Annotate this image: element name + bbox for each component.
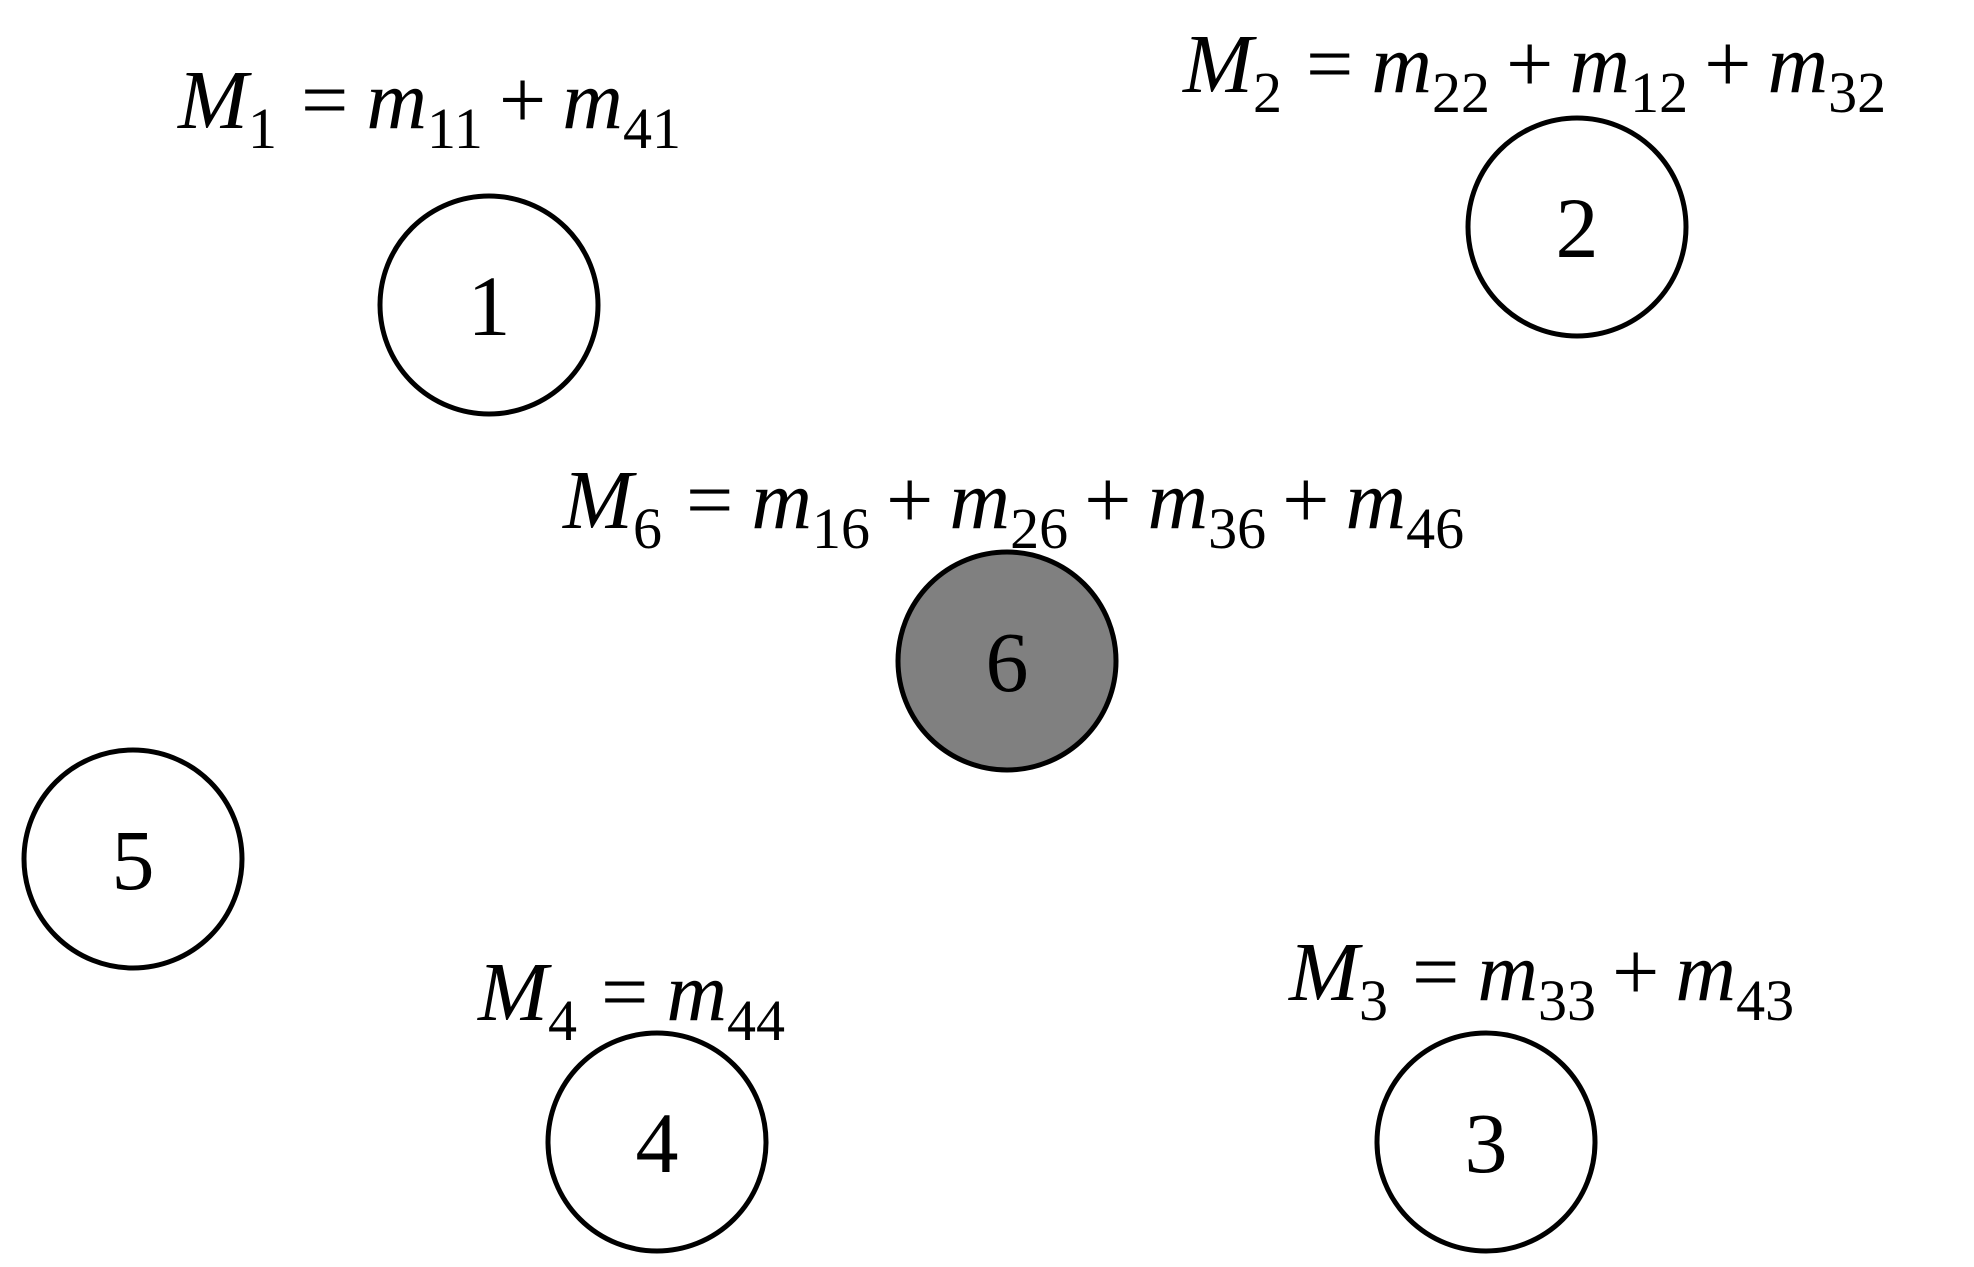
node-4: 4 (545, 1030, 769, 1254)
formula-1: M1=m11+m41 (177, 54, 681, 161)
formula-lhs-subscript: 2 (1253, 60, 1282, 125)
plus-sign: + (1704, 18, 1751, 111)
node-3: 3 (1374, 1030, 1598, 1254)
equals-sign: = (601, 946, 648, 1039)
formulas-layer: M1=m11+m41M2=m22+m12+m32M6=m16+m26+m36+m… (177, 18, 1886, 1053)
node-5: 5 (21, 747, 245, 971)
formula-term-symbol: m (366, 54, 427, 147)
formula-term-subscript: 16 (812, 496, 870, 561)
plus-sign: + (1084, 454, 1131, 547)
formula-term-subscript: 36 (1208, 496, 1266, 561)
formula-term-symbol: m (666, 946, 727, 1039)
node-5-label: 5 (112, 812, 155, 908)
formula-4: M4 =m44 (477, 946, 785, 1053)
node-2: 2 (1465, 115, 1689, 339)
formula-term-symbol: m (562, 54, 623, 147)
formula-term-symbol: m (1767, 18, 1828, 111)
node-1-circle (377, 193, 601, 417)
node-1-label: 1 (468, 258, 511, 354)
formula-lhs-symbol: M (177, 54, 252, 147)
formula-term-subscript: 43 (1736, 968, 1794, 1033)
formula-term-subscript: 11 (427, 96, 483, 161)
formula-term-symbol: m (1346, 454, 1407, 547)
formula-lhs-symbol: M (477, 946, 552, 1039)
node-6-circle (895, 549, 1119, 773)
plus-sign: + (1506, 18, 1553, 111)
plus-sign: + (499, 54, 546, 147)
formula-term-subscript: 44 (727, 988, 785, 1053)
node-4-circle (545, 1030, 769, 1254)
formula-2: M2=m22+m12+m32 (1182, 18, 1886, 125)
formula-term-symbol: m (751, 454, 812, 547)
formula-term-subscript: 46 (1406, 496, 1464, 561)
node-1: 1 (377, 193, 601, 417)
formula-lhs-symbol: M (1182, 18, 1257, 111)
equals-sign: = (686, 454, 733, 547)
node-4-label: 4 (636, 1095, 679, 1191)
formula-term-symbol: m (949, 454, 1010, 547)
formula-lhs-subscript: 3 (1359, 968, 1388, 1033)
node-6: 6 (895, 549, 1119, 773)
formula-lhs-subscript: 6 (633, 496, 662, 561)
formula-term-symbol: m (1569, 18, 1630, 111)
formula-term-symbol: m (1147, 454, 1208, 547)
formula-lhs-subscript: 4 (548, 988, 577, 1053)
equals-sign: = (301, 54, 348, 147)
formula-term-subscript: 26 (1010, 496, 1068, 561)
formula-term-symbol: m (1477, 926, 1538, 1019)
formula-3: M3=m33+m43 (1288, 926, 1794, 1033)
equals-sign: = (1412, 926, 1459, 1019)
node-2-label: 2 (1556, 180, 1599, 276)
formula-term-symbol: m (1371, 18, 1432, 111)
node-5-circle (21, 747, 245, 971)
formula-lhs-symbol: M (562, 454, 637, 547)
formula-6: M6=m16+m26+m36+m46 (562, 454, 1464, 561)
node-3-circle (1374, 1030, 1598, 1254)
plus-sign: + (1612, 926, 1659, 1019)
nodes-layer: 1 2 3 4 5 6 (21, 115, 1689, 1254)
node-2-circle (1465, 115, 1689, 339)
formula-term-subscript: 33 (1538, 968, 1596, 1033)
node-3-label: 3 (1465, 1095, 1508, 1191)
formula-lhs-symbol: M (1288, 926, 1363, 1019)
equals-sign: = (1306, 18, 1353, 111)
formula-term-symbol: m (1675, 926, 1736, 1019)
plus-sign: + (1282, 454, 1329, 547)
formula-term-subscript: 41 (623, 96, 681, 161)
plus-sign: + (886, 454, 933, 547)
formula-term-subscript: 12 (1630, 60, 1688, 125)
formula-lhs-subscript: 1 (248, 96, 277, 161)
formula-term-subscript: 22 (1432, 60, 1490, 125)
formula-term-subscript: 32 (1828, 60, 1886, 125)
node-6-label: 6 (986, 614, 1029, 710)
